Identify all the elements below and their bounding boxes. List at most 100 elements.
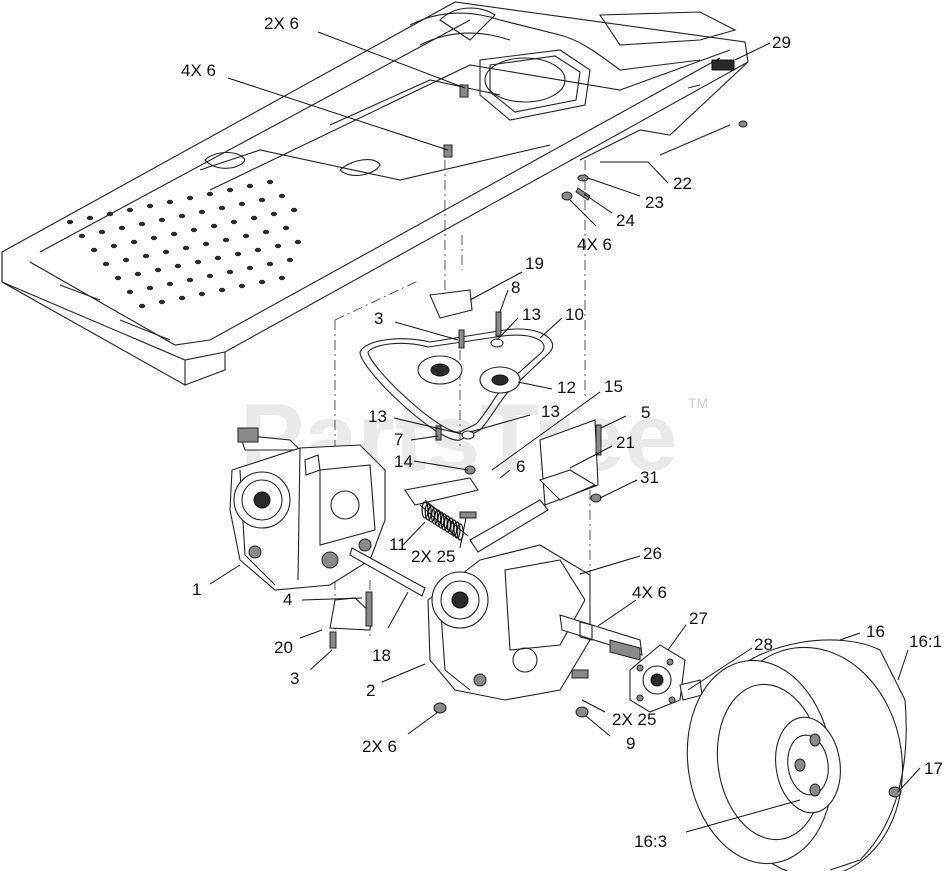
vent-hole — [286, 257, 294, 263]
vent-hole — [258, 197, 266, 203]
cross-shaft — [329, 547, 426, 649]
vent-hole — [86, 215, 94, 221]
vent-hole — [278, 193, 286, 199]
vent-hole — [174, 263, 182, 269]
vent-hole — [146, 203, 154, 209]
callout-label: 4 — [283, 590, 292, 609]
vent-hole — [222, 237, 230, 243]
callout-label: 16:1 — [909, 632, 942, 651]
callout-label: 26 — [643, 544, 662, 563]
callout-label: 2X 6 — [264, 14, 299, 33]
right-transaxle — [427, 544, 643, 718]
callout-label: 8 — [511, 278, 520, 297]
vent-hole — [194, 259, 202, 265]
callout-label: 12 — [557, 378, 576, 397]
vent-hole — [246, 265, 254, 271]
callout-label: 4X 6 — [577, 235, 612, 254]
callout-label: 10 — [565, 305, 584, 324]
vent-hole — [294, 239, 302, 245]
spring-coil — [421, 501, 429, 519]
vent-hole — [90, 247, 98, 253]
vent-hole — [210, 223, 218, 229]
callout-label: 2 — [366, 681, 375, 700]
vent-hole — [162, 249, 170, 255]
callout-label: 16:3 — [634, 832, 667, 851]
vent-hole — [78, 233, 86, 239]
callout-label: 16 — [866, 622, 885, 641]
vent-hole — [278, 275, 286, 281]
vent-hole — [154, 267, 162, 273]
vent-hole — [146, 285, 154, 291]
vent-hole — [266, 261, 274, 267]
callout-label: 17 — [924, 759, 943, 778]
spring-coil — [443, 515, 451, 533]
callout-label: 4X 6 — [181, 61, 216, 80]
vent-hole — [130, 239, 138, 245]
vent-hole — [254, 247, 262, 253]
spring-coil — [447, 517, 455, 535]
vent-hole — [106, 211, 114, 217]
vent-hole — [166, 199, 174, 205]
callout-label: 2X 25 — [612, 710, 656, 729]
callout-labels: 2X 6 4X 6 29 22 23 24 4X 6 19 8 3 13 10 … — [181, 14, 943, 851]
vent-hole — [186, 195, 194, 201]
vent-hole — [262, 229, 270, 235]
callout-label: 2X 25 — [411, 547, 455, 566]
vent-hole — [198, 291, 206, 297]
callout-label: 21 — [616, 433, 635, 452]
vent-hole — [178, 295, 186, 301]
vent-hole — [214, 255, 222, 261]
callout-label: 24 — [616, 211, 635, 230]
idler-arm-assembly — [404, 419, 602, 553]
callout-label: 13 — [541, 402, 560, 421]
vent-hole — [242, 233, 250, 239]
leader-lines — [209, 31, 921, 833]
callout-label: 2X 6 — [362, 737, 397, 756]
callout-label: 4X 6 — [632, 583, 667, 602]
callout-label: 14 — [394, 452, 413, 471]
vent-hole — [218, 205, 226, 211]
callout-label: 22 — [673, 174, 692, 193]
callout-label: 6 — [516, 457, 525, 476]
spring-coil — [431, 507, 439, 525]
callout-label: 3 — [290, 669, 299, 688]
vent-hole — [138, 221, 146, 227]
vent-hole — [166, 281, 174, 287]
vent-hole — [182, 245, 190, 251]
vent-hole — [110, 243, 118, 249]
vent-hole — [118, 225, 126, 231]
vent-hole — [126, 207, 134, 213]
frame-chassis — [1, 1, 749, 386]
left-transaxle — [229, 427, 386, 591]
callout-label: 1 — [192, 580, 201, 599]
callout-label: 27 — [689, 609, 708, 628]
deck-vent-holes — [66, 179, 302, 309]
vent-hole — [178, 213, 186, 219]
callout-label: 19 — [525, 254, 544, 273]
vent-hole — [274, 243, 282, 249]
callout-label: 29 — [772, 33, 791, 52]
vent-hole — [250, 215, 258, 221]
vent-hole — [270, 211, 278, 217]
callout-label: 31 — [640, 468, 659, 487]
watermark-trademark: TM — [688, 395, 708, 411]
spring-coil — [453, 521, 461, 539]
vent-hole — [218, 287, 226, 293]
spring-coil — [427, 505, 435, 523]
vent-hole — [186, 277, 194, 283]
spring-coil — [434, 509, 442, 527]
vent-hole — [102, 261, 110, 267]
callout-label: 5 — [641, 403, 650, 422]
vent-hole — [114, 275, 122, 281]
vent-hole — [226, 269, 234, 275]
callout-label: 23 — [645, 193, 664, 212]
callout-label: 11 — [389, 535, 407, 554]
callout-label: 3 — [374, 309, 383, 328]
callout-label: 9 — [626, 734, 635, 753]
drive-belt-assembly — [359, 289, 553, 475]
vent-hole — [238, 201, 246, 207]
spring-coil — [424, 503, 432, 521]
vent-hole — [282, 225, 290, 231]
